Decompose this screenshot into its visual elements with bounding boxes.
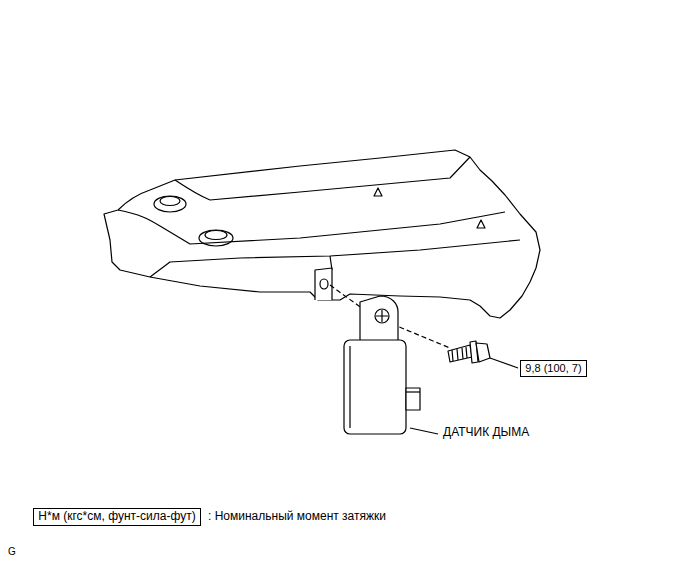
box-text: 9,8 (100, 7) — [525, 362, 581, 375]
legend-text: : Номинальный момент затяжки — [207, 510, 387, 524]
torque-unit-box: Н*м (кгс*см, фунт-сила-фут) — [33, 508, 201, 526]
figure-code: G — [7, 546, 17, 558]
torque-value-box: 9,8 (100, 7) — [520, 360, 587, 377]
part-name: ДАТЧИК ДЫМА — [442, 426, 530, 440]
box-text: Н*м (кгс*см, фунт-сила-фут) — [38, 510, 195, 524]
